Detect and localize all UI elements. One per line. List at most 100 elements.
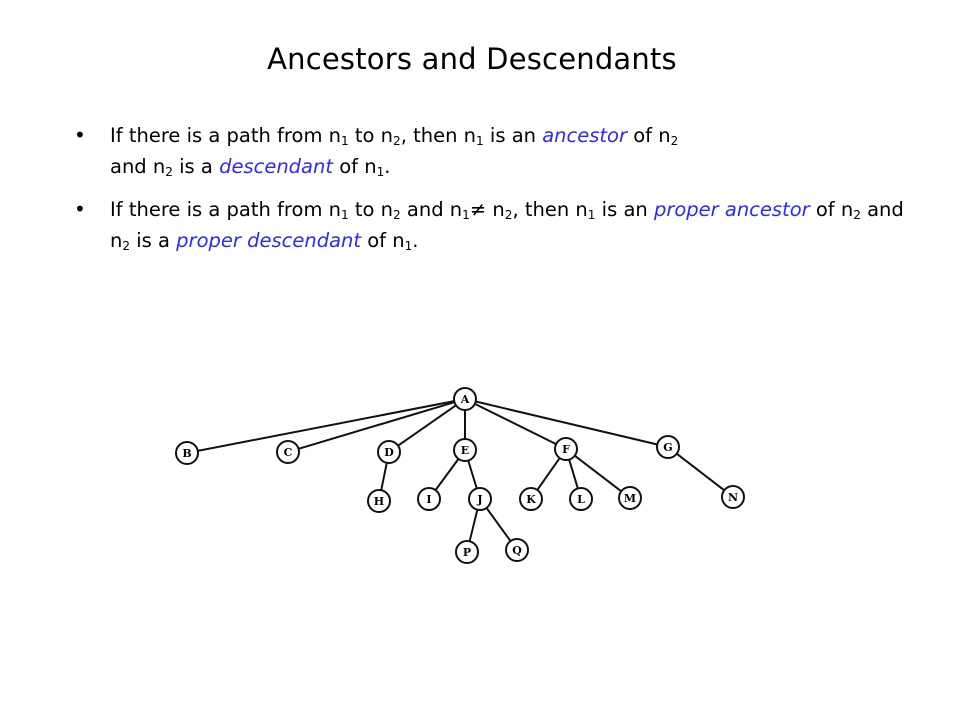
tree-node-circle <box>721 485 745 509</box>
text-run: is a <box>172 155 220 178</box>
tree-edge-J-Q <box>485 507 512 542</box>
tree-edge-A-B <box>197 400 455 452</box>
tree-edges <box>197 400 725 542</box>
tree-node-circle <box>367 489 391 513</box>
tree-edge-G-N <box>676 452 725 492</box>
tree-node-Q: Q <box>505 538 529 562</box>
tree-node-M: M <box>618 486 642 510</box>
tree-node-label: M <box>624 492 636 505</box>
text-run: If there is a path from n <box>110 198 341 221</box>
tree-node-C: C <box>276 440 300 464</box>
subscript: 2 <box>393 208 401 223</box>
tree-node-circle <box>505 538 529 562</box>
text-run: to n <box>348 198 394 221</box>
tree-node-B: B <box>175 441 199 465</box>
tree-node-label: A <box>460 393 470 406</box>
term-proper-descendant: proper descendant <box>176 229 362 252</box>
not-equal-symbol: ≠ <box>469 198 487 221</box>
tree-node-label: J <box>476 493 482 506</box>
tree-node-label: Q <box>512 544 522 557</box>
tree-node-circle <box>455 540 479 564</box>
subscript: 1 <box>587 208 596 223</box>
tree-node-label: C <box>284 446 293 459</box>
tree-node-label: H <box>374 495 384 508</box>
tree-edge-E-J <box>467 460 478 489</box>
tree-node-circle <box>453 387 477 411</box>
text-run: , then n <box>400 124 477 147</box>
tree-edge-F-K <box>536 457 561 491</box>
tree-node-label: G <box>663 441 672 454</box>
subscript: 1 <box>404 239 413 254</box>
text-run: of n <box>361 229 405 252</box>
tree-node-L: L <box>569 487 593 511</box>
subscript: 2 <box>504 208 513 223</box>
tree-nodes: A B C D E F G H I J K L M N P Q <box>175 387 745 564</box>
tree-node-I: I <box>417 487 441 511</box>
bullet-list: • If there is a path from n1 to n2, then… <box>74 120 924 268</box>
text-run: is an <box>483 124 543 147</box>
subscript: 2 <box>122 239 131 254</box>
subscript: 1 <box>341 134 349 149</box>
subscript: 2 <box>165 165 173 180</box>
tree-node-circle <box>276 440 300 464</box>
text-run: n <box>486 198 505 221</box>
tree-node-H: H <box>367 489 391 513</box>
text-run: of n <box>333 155 377 178</box>
tree-node-label: K <box>526 493 536 506</box>
tree-node-label: I <box>426 493 431 506</box>
text-run: of n <box>809 198 854 221</box>
tree-node-A: A <box>453 387 477 411</box>
text-run: of n <box>627 124 671 147</box>
tree-node-label: B <box>182 447 191 460</box>
subscript: 2 <box>670 134 679 149</box>
tree-node-circle <box>519 487 543 511</box>
text-run: and n <box>110 155 166 178</box>
tree-node-label: N <box>728 491 738 504</box>
tree-node-circle <box>417 487 441 511</box>
tree-edge-F-M <box>574 454 622 493</box>
term-descendant: descendant <box>219 155 334 178</box>
text-run: and n <box>400 198 463 221</box>
subscript: 1 <box>476 134 484 149</box>
bullet-item-proper-ancestor-definition: • If there is a path from n1 to n2 and n… <box>74 194 924 256</box>
tree-node-P: P <box>455 540 479 564</box>
tree-node-D: D <box>377 440 401 464</box>
bullet-item-ancestor-definition: • If there is a path from n1 to n2, then… <box>74 120 924 182</box>
bullet-dot: • <box>74 123 86 147</box>
tree-node-circle <box>618 486 642 510</box>
slide-title: Ancestors and Descendants <box>267 42 677 76</box>
tree-node-circle <box>569 487 593 511</box>
tree-edge-D-H <box>380 462 388 491</box>
tree-node-N: N <box>721 485 745 509</box>
tree-node-label: F <box>562 443 570 456</box>
tree-edge-A-C <box>298 401 455 450</box>
tree-node-J: J <box>468 487 492 511</box>
tree-node-E: E <box>453 438 477 462</box>
text-run: If there is a path from n <box>110 124 341 147</box>
tree-edge-E-I <box>434 458 460 491</box>
tree-node-label: E <box>461 444 469 457</box>
text-run: is a <box>130 229 177 252</box>
term-ancestor: ancestor <box>542 124 627 147</box>
tree-node-F: F <box>554 437 578 461</box>
tree-edge-J-P <box>468 509 479 542</box>
tree-node-label: P <box>463 546 471 559</box>
tree-diagram-svg: A B C D E F G H I J K L M N P Q <box>175 387 745 564</box>
tree-node-circle <box>377 440 401 464</box>
tree-node-circle <box>554 437 578 461</box>
text-run: to n <box>348 124 394 147</box>
tree-edge-A-F <box>474 402 557 446</box>
tree-diagram: A B C D E F G H I J K L M N P Q <box>159 381 757 581</box>
tree-node-label: L <box>577 493 585 506</box>
text-run: . <box>412 229 419 252</box>
text-run: and n <box>110 198 904 252</box>
tree-node-G: G <box>656 435 680 459</box>
subscript: 1 <box>341 208 349 223</box>
subscript: 1 <box>462 208 470 223</box>
tree-edge-F-L <box>568 459 579 489</box>
tree-node-circle <box>453 438 477 462</box>
tree-edge-A-G <box>475 400 658 446</box>
tree-node-circle <box>468 487 492 511</box>
tree-edge-A-D <box>397 404 457 447</box>
